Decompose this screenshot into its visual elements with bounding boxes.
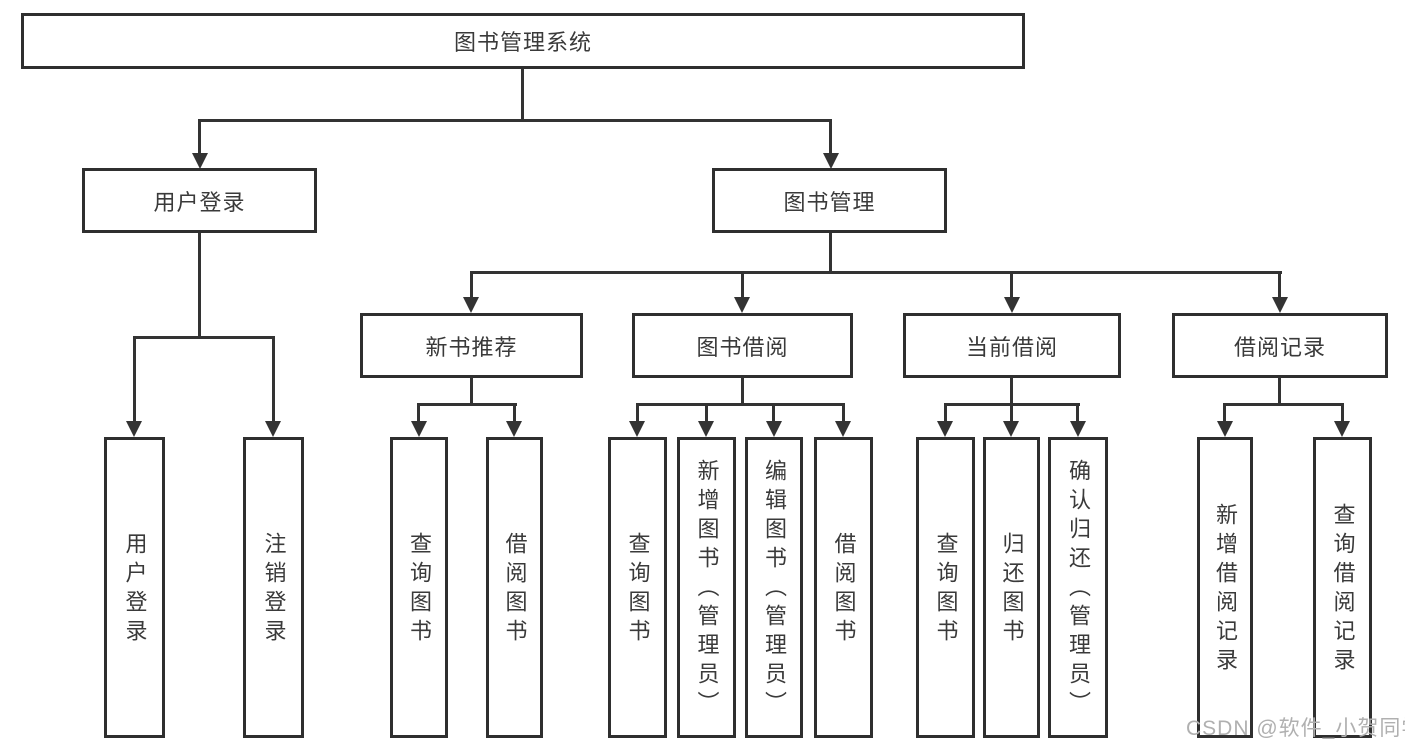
connector-stem-D1 (1223, 403, 1226, 423)
arrow-down-icon (506, 421, 522, 437)
arrow-down-icon (126, 421, 142, 437)
connector-groupA-horizontal (417, 403, 517, 406)
arrow-down-icon (1217, 421, 1233, 437)
arrow-down-icon (1334, 421, 1350, 437)
arrow-down-icon (1070, 421, 1086, 437)
node-new-book-recommend: 新书推荐 (360, 313, 583, 378)
node-current-borrow: 当前借阅 (903, 313, 1121, 378)
connector-groupA-vertical (470, 377, 473, 405)
arrow-down-icon (937, 421, 953, 437)
arrow-down-icon (1003, 421, 1019, 437)
arrow-down-icon (411, 421, 427, 437)
node-library-management-system: 图书管理系统 (21, 13, 1025, 69)
connector-stem-book-management (829, 119, 832, 155)
leaf-query-book-current: 查询图书 (916, 437, 975, 738)
leaf-add-book-admin: 新增图书（管理员） (677, 437, 736, 738)
leaf-return-book: 归还图书 (983, 437, 1040, 738)
connector-stem-user-login (198, 119, 201, 155)
arrow-down-icon (734, 297, 750, 313)
leaf-confirm-return-admin: 确认归还（管理员） (1048, 437, 1108, 738)
connector-stem-B4 (842, 403, 845, 423)
arrow-down-icon (463, 297, 479, 313)
node-book-borrow: 图书借阅 (632, 313, 853, 378)
connector-stem-B1 (636, 403, 639, 423)
connector-level3-horizontal (470, 271, 1282, 274)
connector-stem-current-borrow (1010, 271, 1013, 299)
node-borrow-records: 借阅记录 (1172, 313, 1388, 378)
arrow-down-icon (766, 421, 782, 437)
connector-stem-borrow-records (1278, 271, 1281, 299)
connector-stem-C1 (944, 403, 947, 423)
leaf-add-borrow-record: 新增借阅记录 (1197, 437, 1253, 738)
leaf-query-book-borrow: 查询图书 (608, 437, 667, 738)
leaf-borrow-book: 借阅图书 (814, 437, 873, 738)
connector-groupD-vertical (1278, 377, 1281, 405)
connector-stem-leaf-user-login (133, 336, 136, 423)
leaf-user-login: 用户登录 (104, 437, 165, 738)
arrow-down-icon (698, 421, 714, 437)
connector-stem-book-borrow (741, 271, 744, 299)
connector-groupC-vertical (1010, 377, 1013, 405)
arrow-down-icon (265, 421, 281, 437)
connector-root-horizontal (198, 119, 832, 122)
arrow-down-icon (1272, 297, 1288, 313)
connector-stem-C3 (1076, 403, 1079, 423)
connector-stem-D2 (1341, 403, 1344, 423)
leaf-query-book-recommend: 查询图书 (390, 437, 448, 738)
connector-user-horizontal (133, 336, 275, 339)
arrow-down-icon (823, 153, 839, 169)
connector-user-vertical (198, 233, 201, 337)
arrow-down-icon (192, 153, 208, 169)
node-book-management: 图书管理 (712, 168, 947, 233)
leaf-query-borrow-record: 查询借阅记录 (1313, 437, 1372, 738)
connector-stem-leaf-logout (272, 336, 275, 423)
connector-groupB-horizontal (636, 403, 845, 406)
leaf-borrow-book-recommend: 借阅图书 (486, 437, 543, 738)
connector-stem-B2 (705, 403, 708, 423)
arrow-down-icon (1004, 297, 1020, 313)
leaf-edit-book-admin: 编辑图书（管理员） (745, 437, 803, 738)
connector-stem-A1 (417, 403, 420, 423)
connector-stem-C2 (1010, 403, 1013, 423)
connector-stem-B3 (772, 403, 775, 423)
arrow-down-icon (629, 421, 645, 437)
connector-root-vertical (521, 69, 524, 121)
node-user-login: 用户登录 (82, 168, 317, 233)
connector-stem-A2 (513, 403, 516, 423)
connector-groupD-horizontal (1223, 403, 1344, 406)
connector-stem-new-book (470, 271, 473, 299)
csdn-watermark: CSDN @软件_小贺同学 (1186, 717, 1405, 740)
leaf-logout: 注销登录 (243, 437, 304, 738)
arrow-down-icon (835, 421, 851, 437)
connector-groupB-vertical (741, 377, 744, 405)
connector-mgmt-vertical (829, 233, 832, 273)
